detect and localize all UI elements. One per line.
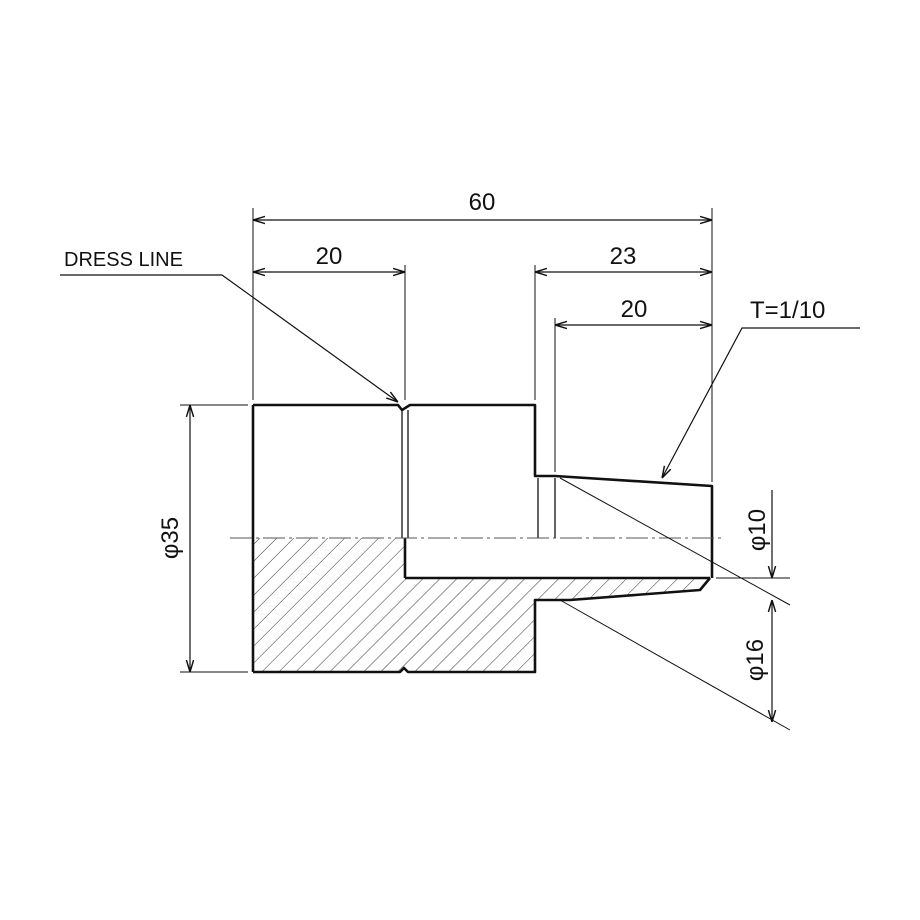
dim-20-right-label: 20 [621,296,648,323]
dia16-label: φ16 [742,639,769,681]
dia35-label: φ35 [157,517,184,559]
dress-line-leader [60,274,398,402]
dim-20-left-label: 20 [316,243,343,270]
dim-60-label: 60 [469,189,496,216]
taper-leader [662,327,860,478]
dia10-label: φ10 [744,509,771,551]
dress-line-label: DRESS LINE [64,249,183,271]
dim-23-label: 23 [610,243,637,270]
leader-lines [60,274,860,478]
dress-line-groove [401,410,556,538]
section-hatch [253,538,710,672]
dimension-lines [190,220,772,722]
taper-label: T=1/10 [750,297,825,324]
extension-lines [180,208,791,731]
part-outline [251,403,714,674]
